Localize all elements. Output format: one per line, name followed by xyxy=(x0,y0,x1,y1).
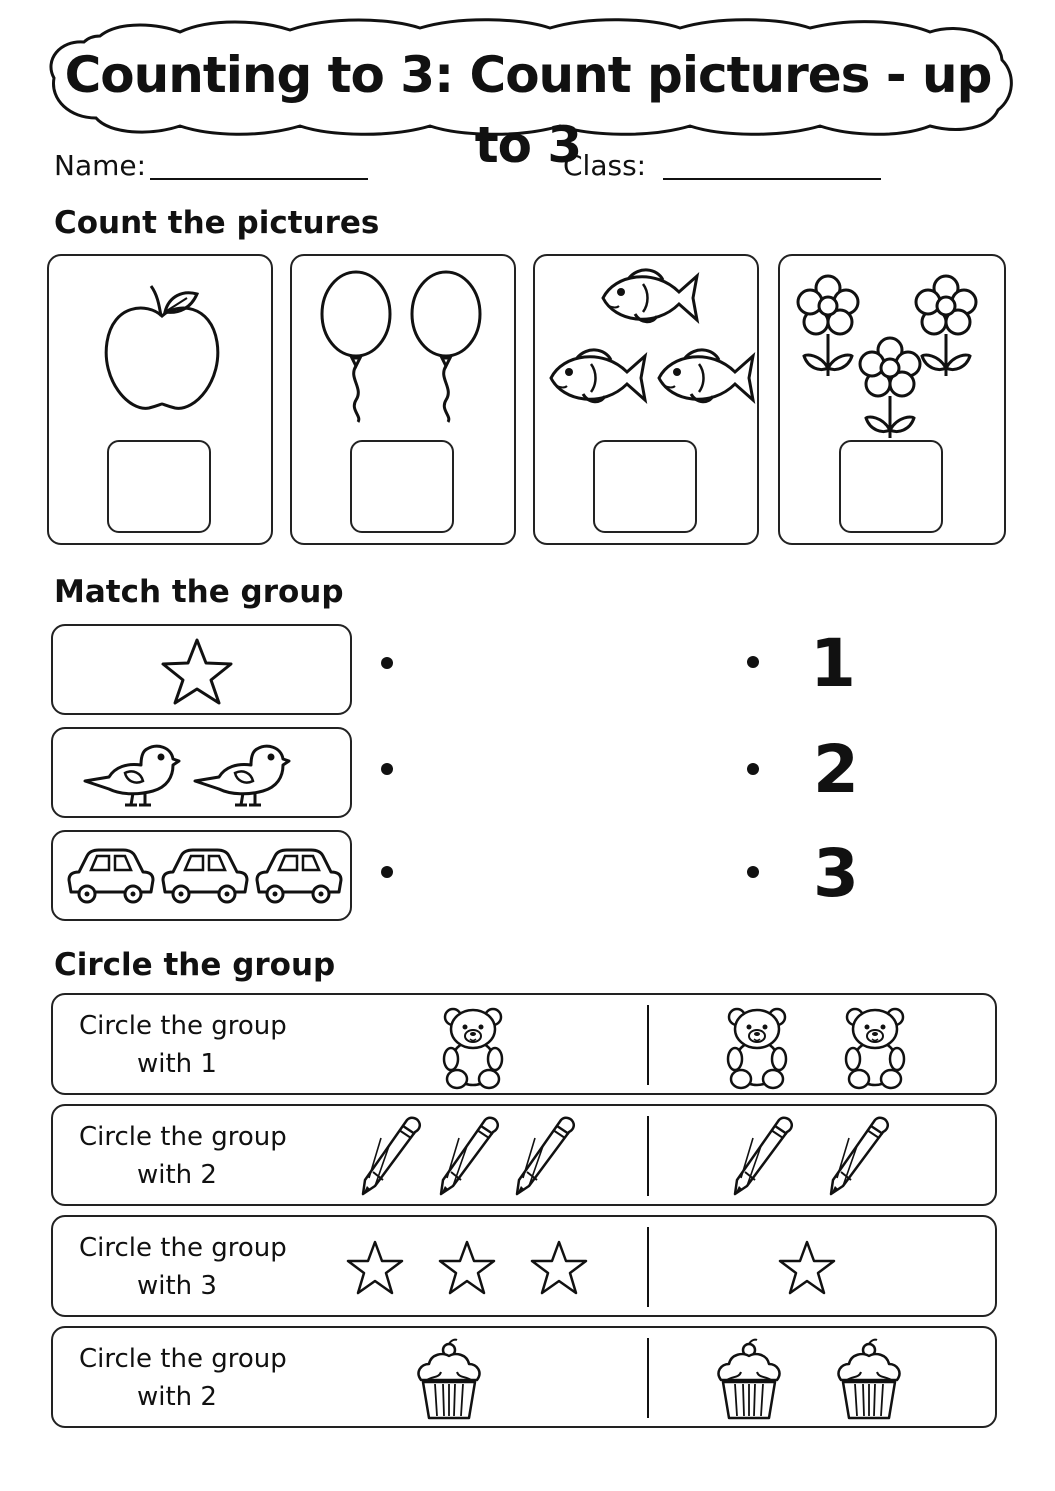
pencil-icon[interactable] xyxy=(357,1114,587,1198)
match-right-dot[interactable] xyxy=(747,763,759,775)
teddy-bear-icon[interactable] xyxy=(721,1003,931,1091)
balloon-icon xyxy=(320,270,482,423)
prompt-count: with 1 xyxy=(137,1049,217,1079)
count-card-fish xyxy=(533,254,759,545)
prompt-line: Circle the group xyxy=(79,1011,287,1041)
match-left-dot[interactable] xyxy=(381,657,393,669)
bird-icon xyxy=(83,744,291,807)
match-group-row xyxy=(51,830,352,921)
name-label: Name: xyxy=(54,149,147,182)
apple-icon xyxy=(104,285,220,410)
prompt-count: with 2 xyxy=(137,1160,217,1190)
cupcake-icon[interactable] xyxy=(413,1338,487,1422)
teddy-bear-icon[interactable] xyxy=(435,1003,515,1091)
circle-row-prompt: Circle the group with 1 xyxy=(79,1007,287,1083)
match-group-row xyxy=(51,727,352,818)
name-field[interactable] xyxy=(150,178,368,180)
count-card-apples xyxy=(47,254,273,545)
class-label: Class: xyxy=(563,149,647,182)
match-number: 2 xyxy=(813,731,859,808)
match-left-dot[interactable] xyxy=(381,866,393,878)
class-field[interactable] xyxy=(663,178,881,180)
cupcake-icon[interactable] xyxy=(713,1338,913,1422)
circle-row: Circle the group with 1 xyxy=(51,993,997,1095)
prompt-line: Circle the group xyxy=(79,1233,287,1263)
match-left-dot[interactable] xyxy=(381,763,393,775)
match-number: 1 xyxy=(810,625,856,702)
circle-row: Circle the group with 3 xyxy=(51,1215,997,1317)
answer-box[interactable] xyxy=(107,440,211,533)
prompt-count: with 2 xyxy=(137,1382,217,1412)
star-icon xyxy=(161,638,233,705)
count-section-heading: Count the pictures xyxy=(54,205,380,241)
prompt-count: with 3 xyxy=(137,1271,217,1301)
flower-icon xyxy=(796,274,978,440)
worksheet-title: Counting to 3: Count pictures - up to 3 xyxy=(64,46,993,174)
fish-icon xyxy=(549,268,755,404)
circle-row: Circle the group with 2 xyxy=(51,1326,997,1428)
answer-box[interactable] xyxy=(350,440,454,533)
star-icon[interactable] xyxy=(343,1237,593,1299)
row-divider xyxy=(647,1338,649,1418)
circle-row: Circle the group with 2 xyxy=(51,1104,997,1206)
title-cloud-frame xyxy=(49,18,1013,136)
count-card-balloons xyxy=(290,254,516,545)
count-card-flowers xyxy=(778,254,1006,545)
car-icon xyxy=(67,848,343,904)
match-section-heading: Match the group xyxy=(54,574,344,610)
circle-row-prompt: Circle the group with 2 xyxy=(79,1118,287,1194)
row-divider xyxy=(647,1116,649,1196)
circle-row-prompt: Circle the group with 3 xyxy=(79,1229,287,1305)
match-right-dot[interactable] xyxy=(747,866,759,878)
match-number: 3 xyxy=(813,835,859,912)
star-icon[interactable] xyxy=(775,1237,839,1299)
row-divider xyxy=(647,1227,649,1307)
circle-row-prompt: Circle the group with 2 xyxy=(79,1340,287,1416)
match-group-row xyxy=(51,624,352,715)
answer-box[interactable] xyxy=(593,440,697,533)
circle-section-heading: Circle the group xyxy=(54,947,336,983)
pencil-icon[interactable] xyxy=(729,1114,899,1198)
match-right-dot[interactable] xyxy=(747,656,759,668)
answer-box[interactable] xyxy=(839,440,943,533)
prompt-line: Circle the group xyxy=(79,1344,287,1374)
prompt-line: Circle the group xyxy=(79,1122,287,1152)
row-divider xyxy=(647,1005,649,1085)
